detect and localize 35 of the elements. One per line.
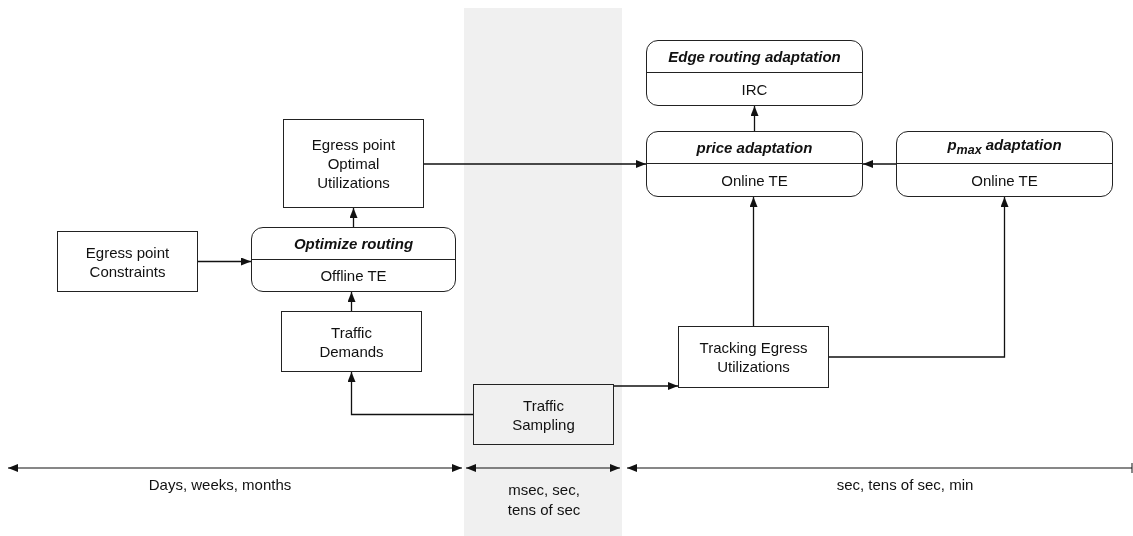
box-label: Egress point Constraints bbox=[84, 242, 171, 281]
arrow bbox=[347, 371, 474, 416]
data-box bbox=[57, 231, 198, 292]
process-type: IRC bbox=[741, 79, 768, 99]
timescale-label: sec, tens of sec, min bbox=[835, 475, 975, 495]
box-label: Tracking Egress Utilizations bbox=[698, 338, 809, 376]
data-box bbox=[473, 384, 614, 445]
arrow bbox=[749, 196, 758, 327]
arrow bbox=[750, 105, 759, 132]
process-title: price adaptation bbox=[696, 138, 813, 157]
process-title: p$_{max}$ adaptation bbox=[947, 135, 1062, 159]
arrow bbox=[349, 207, 358, 228]
arrow bbox=[613, 382, 679, 390]
timescale-label: msec, sec, tens of sec bbox=[506, 480, 582, 520]
arrow bbox=[347, 291, 356, 312]
box-label: Traffic Sampling bbox=[511, 395, 576, 434]
process-box bbox=[646, 40, 863, 106]
process-box bbox=[896, 131, 1113, 197]
process-box bbox=[251, 227, 456, 292]
data-box bbox=[281, 311, 422, 372]
box-label: Egress point Optimal Utilizations bbox=[310, 135, 397, 192]
process-title: Optimize routing bbox=[293, 233, 414, 253]
arrow bbox=[828, 196, 1009, 358]
data-box bbox=[678, 326, 829, 388]
box-label: Traffic Demands bbox=[318, 322, 385, 361]
data-box bbox=[283, 119, 424, 208]
process-box bbox=[646, 131, 863, 197]
process-type: Online TE bbox=[971, 170, 1038, 190]
arrow bbox=[862, 160, 897, 168]
arrow bbox=[423, 160, 647, 168]
process-type: Offline TE bbox=[320, 265, 387, 285]
process-type: Online TE bbox=[721, 170, 788, 190]
process-title: Edge routing adaptation bbox=[668, 47, 841, 66]
timescale-label: Days, weeks, months bbox=[147, 475, 293, 495]
arrow bbox=[197, 257, 252, 266]
